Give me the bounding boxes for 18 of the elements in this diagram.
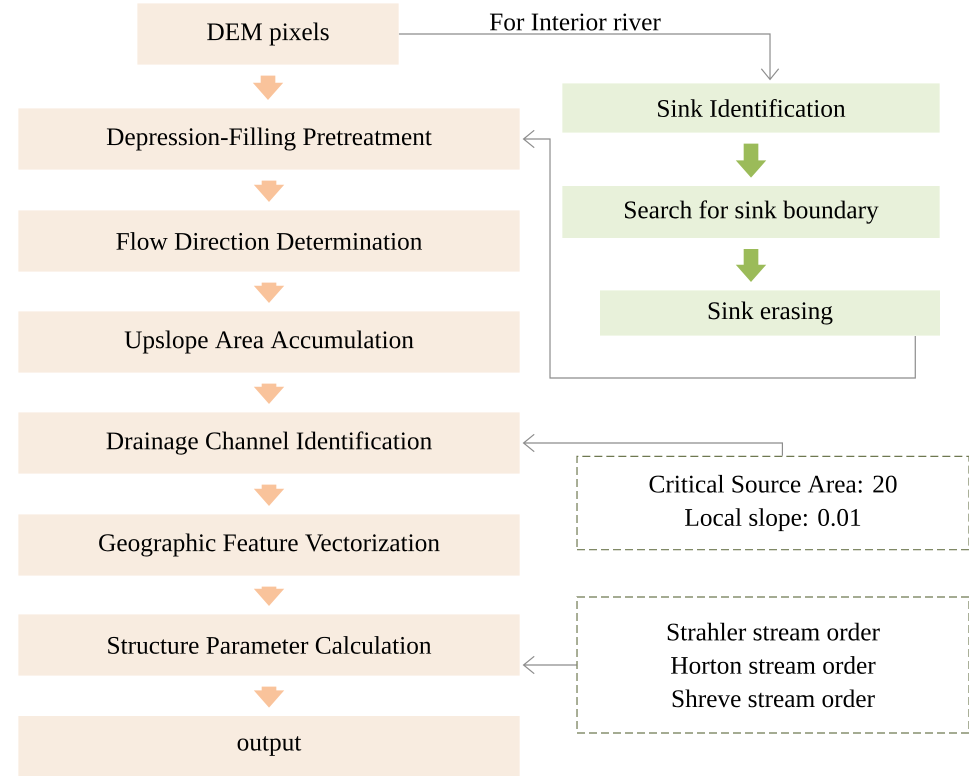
- process-box: Drainage Channel Identification: [18, 412, 520, 474]
- arrow: [522, 434, 784, 456]
- process-box: output: [18, 716, 520, 776]
- process-box: Sink erasing: [600, 290, 940, 336]
- parameter-box: Strahler stream order Horton stream order Shreve stream order: [576, 596, 969, 734]
- process-box: Flow Direction Determination: [18, 210, 520, 272]
- edge-label: For Interior river: [488, 12, 662, 32]
- arrow: [522, 656, 576, 674]
- process-box: Search for sink boundary: [562, 186, 940, 238]
- process-box: Upslope Area Accumulation: [18, 311, 520, 373]
- parameter-box: Critical Source Area: 20 Local slope: 0.01: [576, 456, 969, 550]
- process-box: DEM pixels: [137, 3, 399, 65]
- process-box: Structure Parameter Calculation: [18, 614, 520, 676]
- process-box: Depression-Filling Pretreatment: [18, 108, 520, 170]
- arrow: [522, 130, 916, 379]
- process-box: Geographic Feature Vectorization: [18, 514, 520, 576]
- process-box: Sink Identification: [562, 83, 940, 133]
- arrow: [398, 33, 780, 80]
